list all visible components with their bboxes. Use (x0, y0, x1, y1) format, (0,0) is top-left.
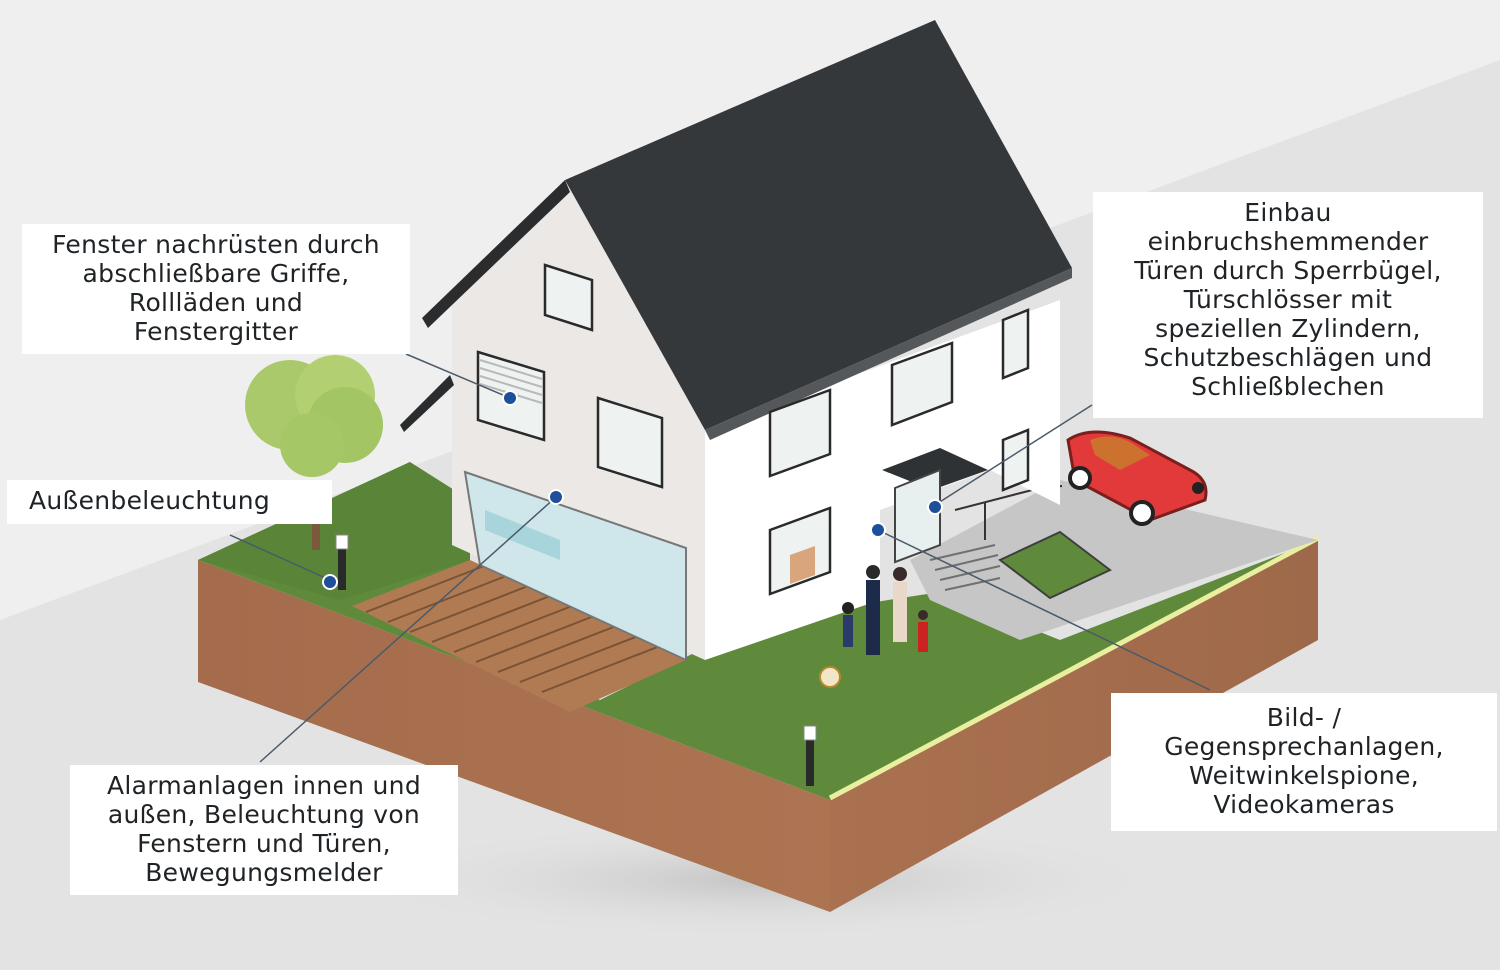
callout-intercom-cameras: Bild- / Gegensprechanlagen, Weitwinkelsp… (1111, 693, 1497, 831)
callout-outdoor-lighting: Außenbeleuchtung (7, 480, 332, 524)
garden-lamp (335, 534, 817, 786)
callout-doors: Einbau einbruchshemmender Türen durch Sp… (1093, 192, 1483, 418)
tree (245, 355, 383, 550)
markers (322, 390, 943, 590)
callout-windows: Fenster nachrüsten durch abschließbare G… (22, 224, 410, 354)
wooden-deck (352, 560, 686, 712)
family (819, 565, 928, 688)
soil-block (198, 540, 1318, 912)
leader-lines (229, 353, 1211, 763)
car (1066, 430, 1208, 526)
house (400, 20, 1072, 662)
window (476, 263, 664, 489)
callout-alarm-systems: Alarmanlagen innen und außen, Beleuchtun… (70, 765, 458, 895)
driveway (910, 480, 1318, 640)
